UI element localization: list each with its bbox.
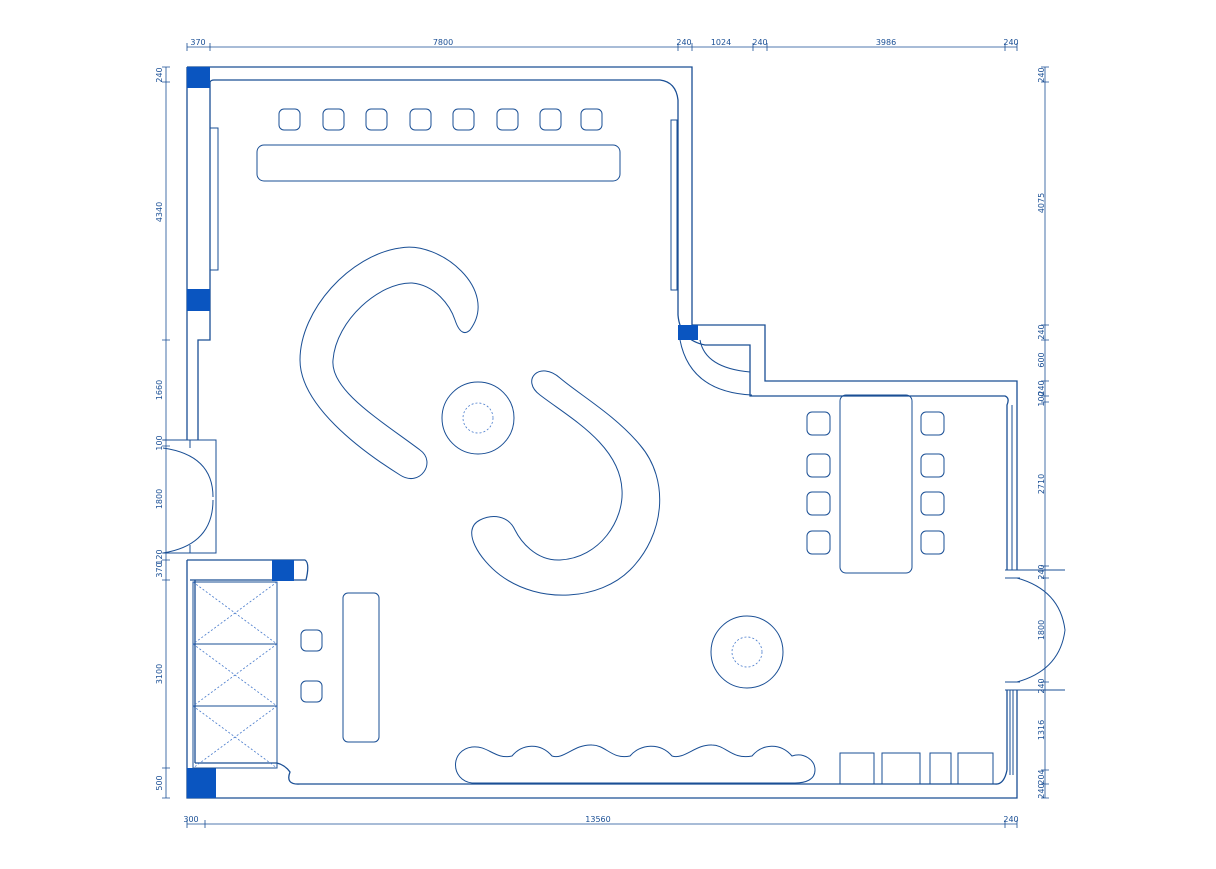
- chair: [806, 411, 831, 436]
- chair: [920, 411, 945, 436]
- dim-left-0: 240: [155, 67, 164, 82]
- meeting-table: [839, 394, 913, 574]
- dim-line-left: [162, 66, 170, 799]
- dim-line-bottom: [186, 820, 1018, 828]
- chair: [452, 108, 475, 131]
- stool: [300, 680, 323, 703]
- outer-wall: [186, 66, 1018, 799]
- right-window: [1009, 405, 1014, 775]
- round-table-center: [441, 381, 515, 455]
- dim-right-11: 204: [1037, 769, 1046, 784]
- dim-bottom-1: 13560: [585, 815, 610, 824]
- dim-right-10: 1316: [1037, 720, 1046, 740]
- side-desk: [342, 592, 380, 743]
- dim-left-5: 120: [155, 549, 164, 564]
- cabinet-3-cross: [192, 705, 278, 769]
- cabinet-1-cross: [192, 581, 278, 645]
- doors: [162, 339, 1066, 691]
- dimension-texts: 370 7800 240 1024 240 3986 240 300 13560…: [155, 38, 1046, 824]
- long-desk: [256, 144, 621, 182]
- walls: [186, 66, 1018, 799]
- round-table-lower-inner: [731, 636, 763, 668]
- dim-left-1: 4340: [155, 202, 164, 222]
- curved-sofa-lower: [471, 370, 661, 596]
- chair: [920, 453, 945, 478]
- chair: [278, 108, 301, 131]
- dim-right-3: 600: [1037, 352, 1046, 367]
- meeting-area: [806, 394, 945, 574]
- left-wall-panel: [209, 127, 219, 271]
- dim-right-9: 240: [1037, 678, 1046, 693]
- chair: [539, 108, 562, 131]
- curved-sofa-upper: [299, 246, 479, 479]
- column-left-lower: [272, 560, 294, 581]
- dim-top-0: 370: [190, 38, 205, 47]
- dim-line-top: [186, 43, 1018, 51]
- dim-top-2: 240: [676, 38, 691, 47]
- dim-left-8: 500: [155, 775, 164, 790]
- chair: [806, 491, 831, 516]
- wave-bench: [455, 744, 816, 784]
- chair: [920, 530, 945, 555]
- chair: [580, 108, 603, 131]
- dim-bottom-2: 240: [1003, 815, 1018, 824]
- curved-sofas: [299, 246, 661, 596]
- door-right: [1005, 569, 1066, 691]
- dim-right-12: 240: [1037, 783, 1046, 798]
- chair: [365, 108, 388, 131]
- column-bottom-left: [187, 768, 216, 798]
- door-left: [162, 439, 217, 554]
- column-left-mid: [187, 289, 210, 311]
- stool: [300, 629, 323, 652]
- dim-left-3: 100: [155, 435, 164, 450]
- dim-right-0: 240: [1037, 67, 1046, 82]
- dim-left-6: 370: [155, 562, 164, 577]
- dim-right-6: 2710: [1037, 474, 1046, 494]
- top-workspace: [256, 108, 621, 182]
- round-table-center-inner: [462, 402, 494, 434]
- chair: [806, 453, 831, 478]
- door-mid: [679, 339, 753, 396]
- lower-area: [300, 592, 994, 785]
- dim-line-right: [1041, 66, 1049, 799]
- inner-wall: [195, 79, 1009, 785]
- dim-top-1: 7800: [433, 38, 453, 47]
- columns: [187, 67, 698, 798]
- cabinet-box: [881, 752, 921, 785]
- dim-left-2: 1660: [155, 380, 164, 400]
- cabinet-box: [839, 752, 875, 785]
- dim-left-7: 3100: [155, 664, 164, 684]
- dim-top-4: 240: [752, 38, 767, 47]
- dim-right-4: 240: [1037, 380, 1046, 395]
- dim-right-8: 1800: [1037, 620, 1046, 640]
- left-lower-wall: [187, 559, 309, 763]
- dim-top-3: 1024: [711, 38, 731, 47]
- chair: [409, 108, 432, 131]
- dimension-lines: [162, 43, 1049, 828]
- chair: [920, 491, 945, 516]
- dim-bottom-0: 300: [183, 815, 198, 824]
- cabinet-box: [929, 752, 952, 785]
- column-top-left: [187, 67, 210, 88]
- cabinet-3: [192, 705, 278, 769]
- dim-right-7: 240: [1037, 564, 1046, 579]
- chair: [806, 530, 831, 555]
- dim-right-2: 240: [1037, 324, 1046, 339]
- chair: [496, 108, 519, 131]
- dim-top-6: 240: [1003, 38, 1018, 47]
- dim-right-5: 100: [1037, 391, 1046, 406]
- round-table-lower: [710, 615, 784, 689]
- right-wall-panel: [670, 119, 678, 291]
- dim-left-4: 1800: [155, 489, 164, 509]
- storage-cabinets: [192, 581, 278, 769]
- dim-top-5: 3986: [876, 38, 896, 47]
- column-mid: [678, 325, 698, 340]
- cabinet-box: [957, 752, 994, 785]
- cabinet-2-cross: [192, 643, 278, 707]
- chair: [322, 108, 345, 131]
- dim-right-1: 4075: [1037, 193, 1046, 213]
